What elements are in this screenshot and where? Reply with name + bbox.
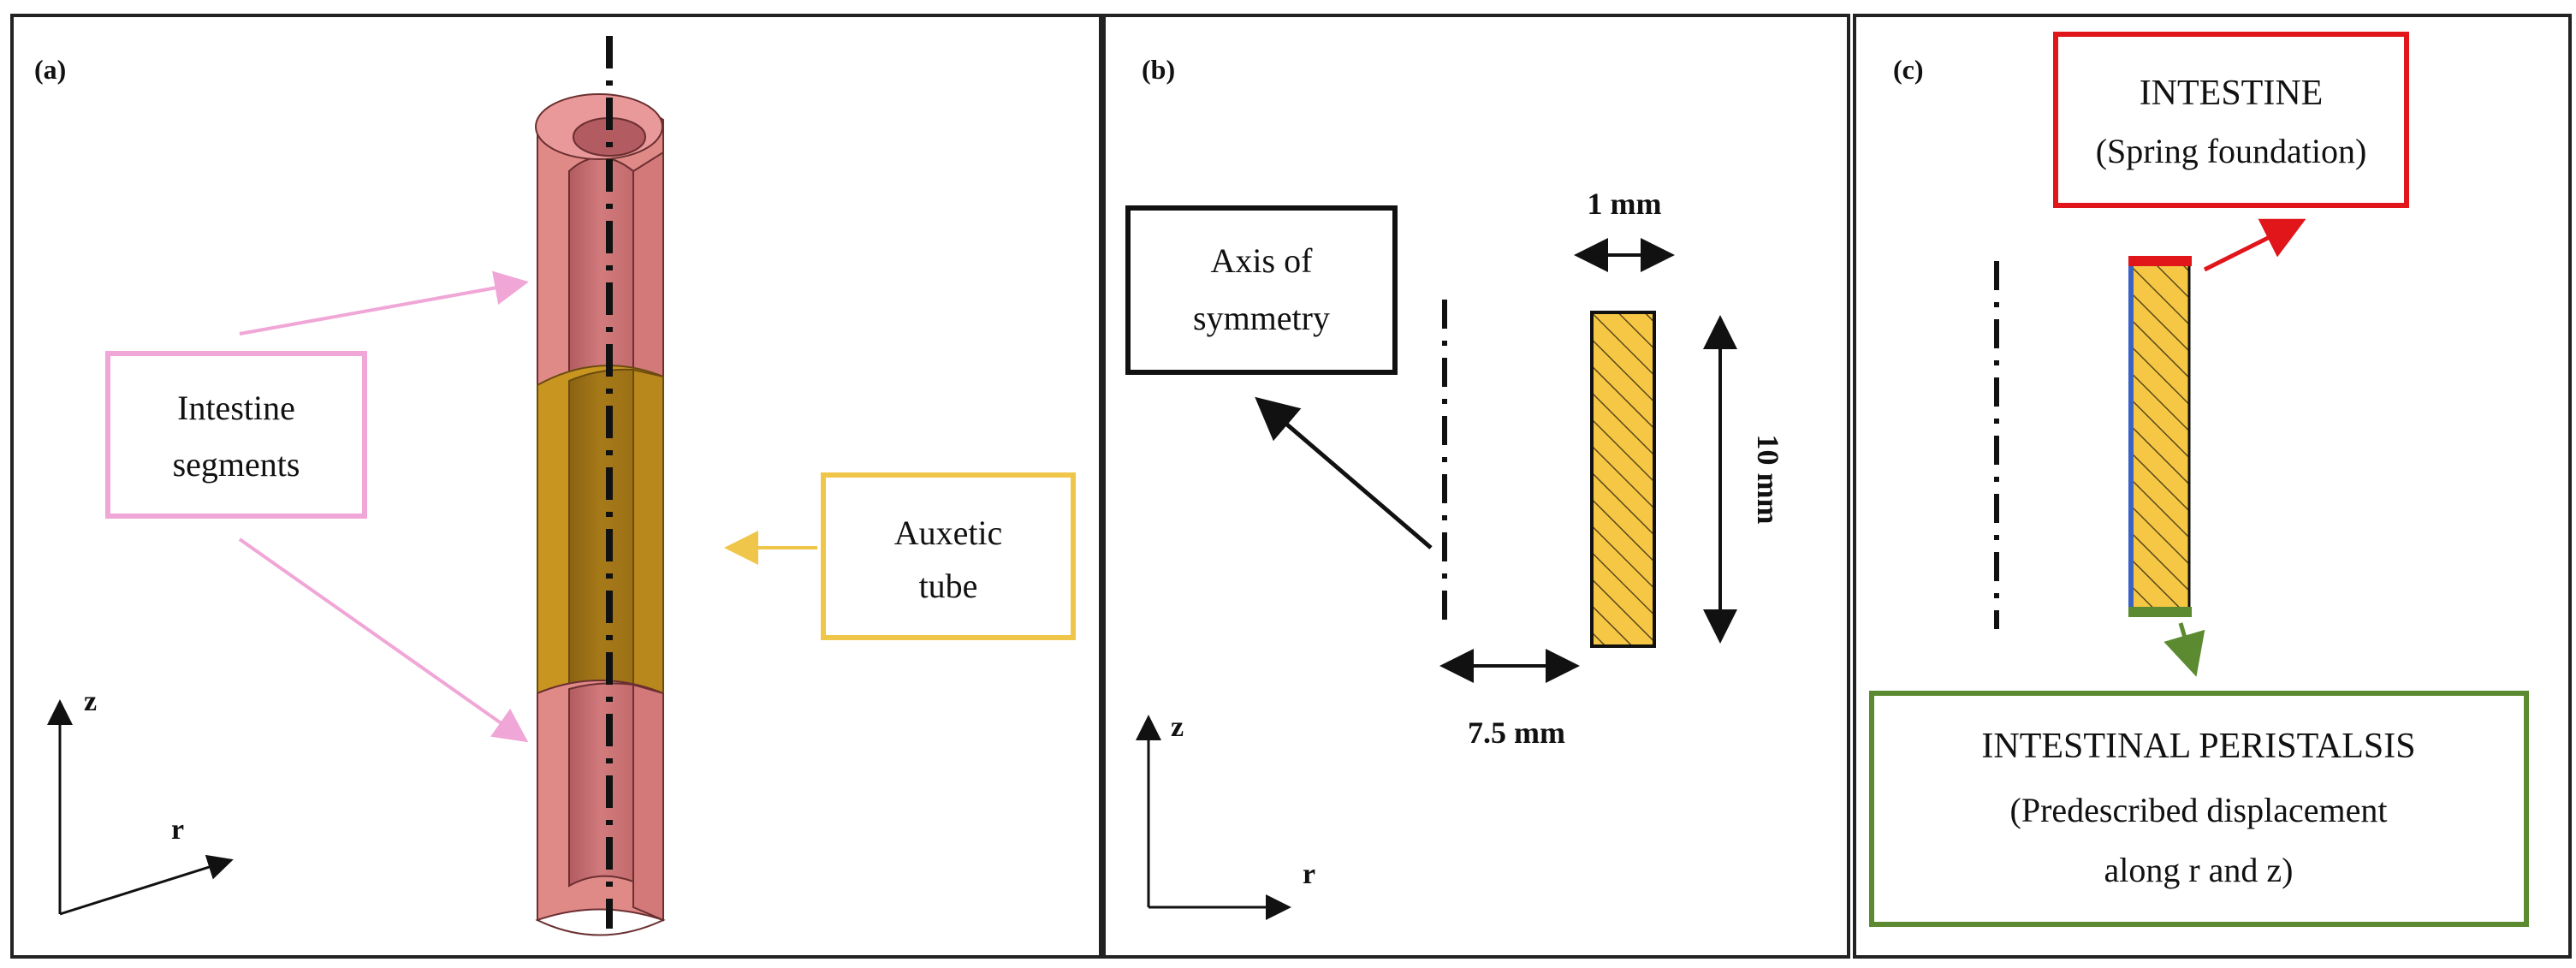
red-pointer-arrow: [2203, 218, 2306, 272]
panel-c-tube-section: [2129, 259, 2191, 614]
panel-b-z-label: z: [1171, 711, 1184, 743]
auxetic-inner-wall: [568, 368, 634, 691]
panel-c: (c) INTESTINE (Spring foundation) INTEST…: [1853, 14, 2572, 959]
tube-bottom-rim: [535, 908, 666, 936]
intestine-boundary-line1: INTESTINE: [2140, 74, 2324, 113]
panel-b-frame: [1102, 14, 1850, 959]
intestine-boundary-box: [2053, 32, 2409, 208]
offset-dimension-label: 7.5 mm: [1468, 716, 1565, 750]
peristalsis-boundary-box: [1869, 691, 2529, 927]
peristalsis-line2: (Predescribed displacement: [2010, 791, 2388, 829]
panel-b-tube-section: [1590, 311, 1656, 648]
width-dimension-label: 1 mm: [1588, 187, 1662, 221]
panel-b-r-label: r: [1303, 858, 1315, 890]
axis-of-symmetry-line2: symmetry: [1193, 299, 1330, 337]
intestine-segments-line1: Intestine: [177, 389, 295, 427]
panel-a-r-axis: [59, 854, 234, 916]
pink-arrow-lower: [238, 537, 529, 743]
axis-of-symmetry-box: [1125, 205, 1398, 375]
peristalsis-line3: along r and z): [2104, 851, 2293, 889]
intestine-segments-line2: segments: [173, 445, 300, 484]
intestine-segments-box: [105, 351, 367, 519]
panel-c-label: (c): [1893, 54, 1924, 85]
green-pointer-arrow: [2163, 622, 2205, 677]
auxetic-tube-box: [821, 472, 1076, 640]
panel-c-frame: [1853, 14, 2572, 959]
panel-a-r-label: r: [171, 814, 184, 846]
upper-inner-wall: [568, 157, 634, 387]
pink-arrow-upper: [239, 270, 529, 336]
panel-b: (b) Axis of symmetry 1 mm 10 mm 7.5 mm z…: [1102, 14, 1850, 959]
auxetic-tube-line2: tube: [919, 567, 978, 605]
axis-of-symmetry-line1: Axis of: [1211, 241, 1314, 280]
axis-pointer-arrow: [1255, 396, 1433, 549]
panel-b-label: (b): [1142, 54, 1175, 85]
lower-front-wall: [632, 683, 664, 922]
lower-inner-wall: [568, 682, 634, 888]
auxetic-tube-line1: Auxetic: [894, 514, 1003, 552]
auxetic-front-wall: [632, 368, 664, 695]
panel-a-z-label: z: [84, 686, 97, 717]
peristalsis-line1: INTESTINAL PERISTALSIS: [1981, 727, 2415, 766]
panel-a-label: (a): [34, 54, 66, 85]
tube-cutaway: [535, 36, 666, 936]
panel-a-frame: [10, 14, 1102, 959]
panel-a: (a) Intestine segments: [10, 14, 1102, 959]
height-dimension-label: 10 mm: [1751, 435, 1785, 525]
upper-front-wall: [632, 151, 664, 378]
intestine-boundary-line2: (Spring foundation): [2096, 132, 2367, 170]
